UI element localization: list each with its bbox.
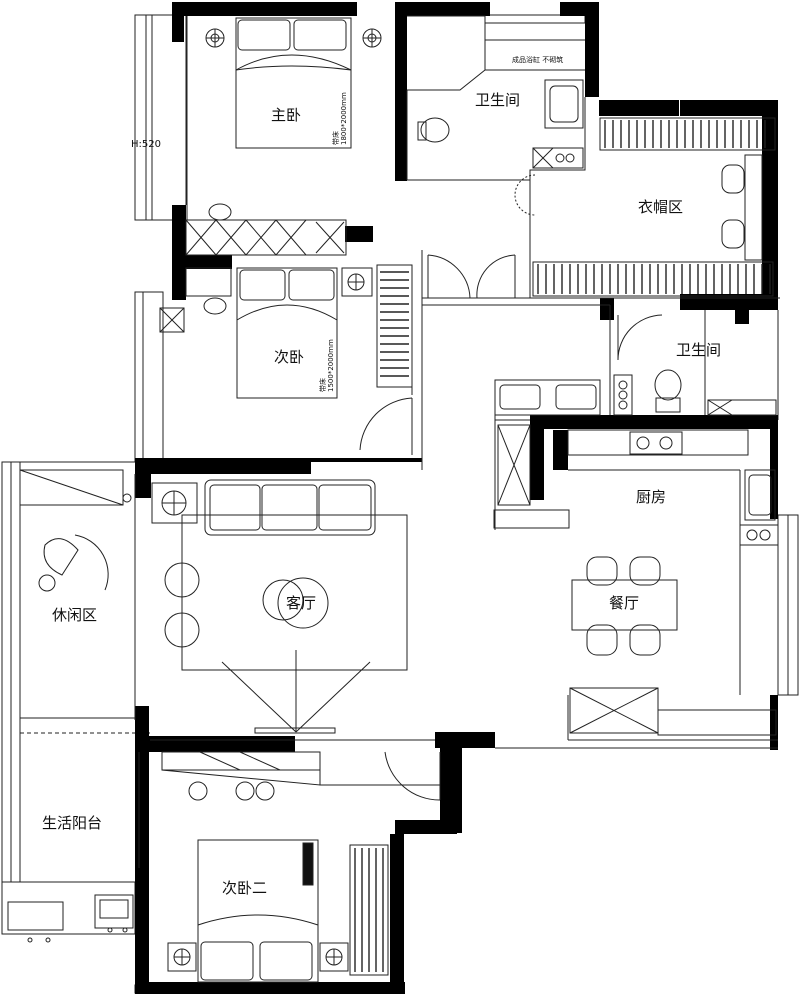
bed-2-size: 1500*2000mm xyxy=(327,339,335,392)
nightstand-lamp-icon-3 xyxy=(167,942,349,972)
label-master-bedroom: 主卧 xyxy=(271,106,301,124)
cloakroom-shelves xyxy=(532,117,776,297)
sideboard xyxy=(569,687,777,736)
bed-1-note: 带床 xyxy=(331,131,340,145)
cloakroom-hatching xyxy=(537,120,771,294)
bathroom-1-fixtures xyxy=(417,79,584,169)
master-wardrobe xyxy=(185,203,347,256)
bottom-bedroom-furniture xyxy=(161,751,389,983)
nightstand-lamp-icon xyxy=(205,28,382,48)
nightstand-lamp-icon-2 xyxy=(341,267,373,297)
bathroom-2-fixtures xyxy=(613,369,777,416)
bed-1-size: 1800*2000mm xyxy=(340,92,348,145)
label-dining: 餐厅 xyxy=(609,594,639,612)
label-bathroom-2: 卫生间 xyxy=(676,341,721,359)
master-bed xyxy=(235,17,352,149)
second-wardrobe xyxy=(376,264,413,388)
washer xyxy=(7,894,134,943)
kitchen-counter xyxy=(493,379,779,546)
second-bed xyxy=(159,267,338,399)
living-furniture xyxy=(151,479,408,734)
leisure-furniture xyxy=(19,469,132,592)
label-utility-balcony: 生活阳台 xyxy=(42,814,102,832)
walls xyxy=(135,2,778,994)
label-second-bedroom-2: 次卧二 xyxy=(222,879,267,897)
label-living: 客厅 xyxy=(286,594,316,612)
label-second-bedroom: 次卧 xyxy=(274,348,304,366)
label-cloakroom: 衣帽区 xyxy=(638,198,683,216)
bathtub-note: 成品浴缸 不砌筑 xyxy=(512,55,563,64)
label-kitchen: 厨房 xyxy=(636,488,666,506)
doors xyxy=(359,174,663,801)
label-leisure: 休闲区 xyxy=(52,606,97,624)
dining-table xyxy=(571,556,678,656)
bed-2-note: 带床 xyxy=(318,378,327,392)
window-height-note: H:520 xyxy=(131,139,161,150)
label-bathroom-1: 卫生间 xyxy=(475,91,520,109)
bottom-wardrobe-hatching xyxy=(354,848,384,972)
